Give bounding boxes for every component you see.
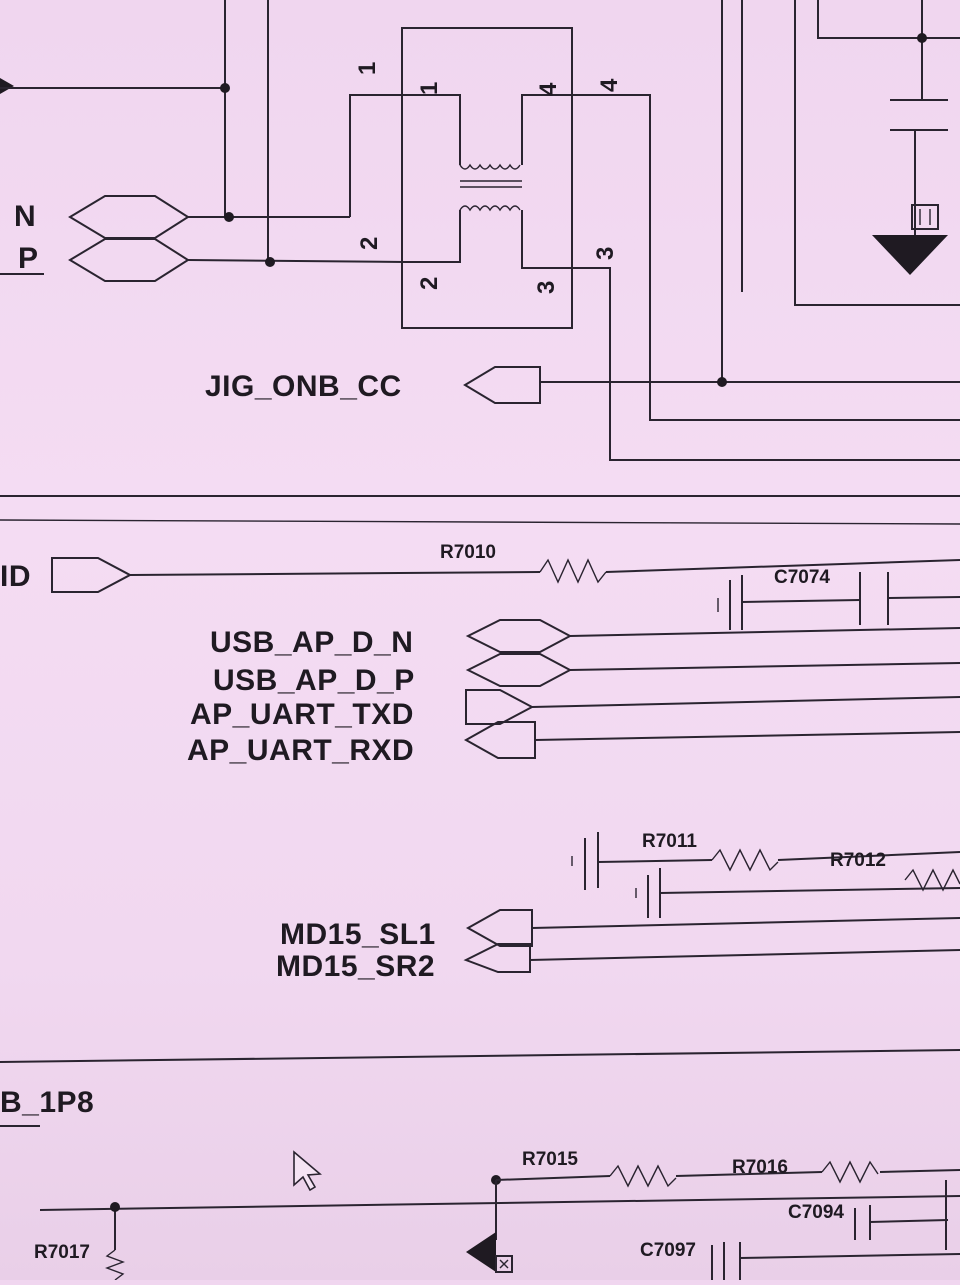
resistor-label-r7015: R7015	[522, 1149, 578, 1170]
capacitor-label-c7097: C7097	[640, 1240, 696, 1261]
capacitor-label-c7074: C7074	[774, 567, 830, 588]
resistor-r7011	[711, 848, 779, 872]
net-label-ap-uart-rxd: AP_UART_RXD	[187, 734, 414, 767]
net-label-id: ID	[0, 560, 31, 593]
net-label-b-1p8: B_1P8	[0, 1086, 94, 1119]
capacitor-left-r7011	[571, 832, 960, 918]
pin-outer-2: 2	[356, 237, 383, 250]
net-label-md15-sl1: MD15_SL1	[280, 918, 436, 951]
net-label-usb-ap-d-n: USB_AP_D_N	[210, 626, 413, 659]
pin-inner-3: 3	[533, 281, 560, 294]
resistor-label-r7012: R7012	[830, 850, 886, 871]
diode-icon	[466, 1232, 513, 1273]
net-label-jig-onb-cc: JIG_ONB_CC	[205, 370, 402, 403]
net-label-usb-ap-d-p: USB_AP_D_P	[213, 664, 415, 697]
resistor-r7016	[821, 1160, 879, 1184]
capacitor-c7097	[711, 1242, 960, 1280]
net-port-md15-sl1	[465, 909, 533, 947]
resistor-label-r7016: R7016	[732, 1157, 788, 1178]
net-label-p: P	[18, 242, 39, 275]
top-wires	[0, 0, 960, 461]
pin-outer-4: 4	[596, 78, 623, 92]
pin-inner-2: 2	[416, 277, 443, 290]
net-label-ap-uart-txd: AP_UART_TXD	[190, 698, 414, 731]
resistor-r7015	[609, 1164, 677, 1188]
net-port-ap-uart-txd	[465, 689, 535, 725]
resistor-label-r7017: R7017	[34, 1242, 90, 1263]
net-label-n: N	[14, 200, 36, 233]
resistor-r7010	[539, 558, 607, 584]
pin-outer-3: 3	[592, 247, 619, 260]
capacitor-c7074	[717, 572, 960, 630]
net-label-md15-sr2: MD15_SR2	[276, 950, 435, 983]
mouse-cursor-icon	[293, 1150, 322, 1192]
capacitor-c7094	[854, 1180, 949, 1250]
net-port-usb-ap-d-n	[465, 619, 573, 653]
net-port-n	[68, 195, 190, 239]
net-port-jig-onb-cc	[463, 366, 541, 404]
resistor-r7012	[904, 868, 960, 892]
net-port-p	[68, 238, 190, 282]
capacitor-label-c7094: C7094	[788, 1202, 844, 1223]
net-port-usb-ap-d-p	[465, 653, 573, 687]
pin-inner-4: 4	[535, 82, 562, 96]
resistor-label-r7011: R7011	[642, 831, 697, 852]
ground-icon	[872, 204, 948, 275]
net-port-md15-sr2	[463, 943, 531, 973]
net-port-ap-uart-rxd	[463, 721, 536, 759]
pin-inner-1: 1	[416, 82, 443, 95]
pin-outer-1: 1	[354, 62, 381, 75]
net-port-id	[51, 557, 133, 593]
transformer-icon	[401, 27, 573, 329]
resistor-label-r7010: R7010	[440, 542, 496, 563]
resistor-r7017	[105, 1249, 125, 1281]
